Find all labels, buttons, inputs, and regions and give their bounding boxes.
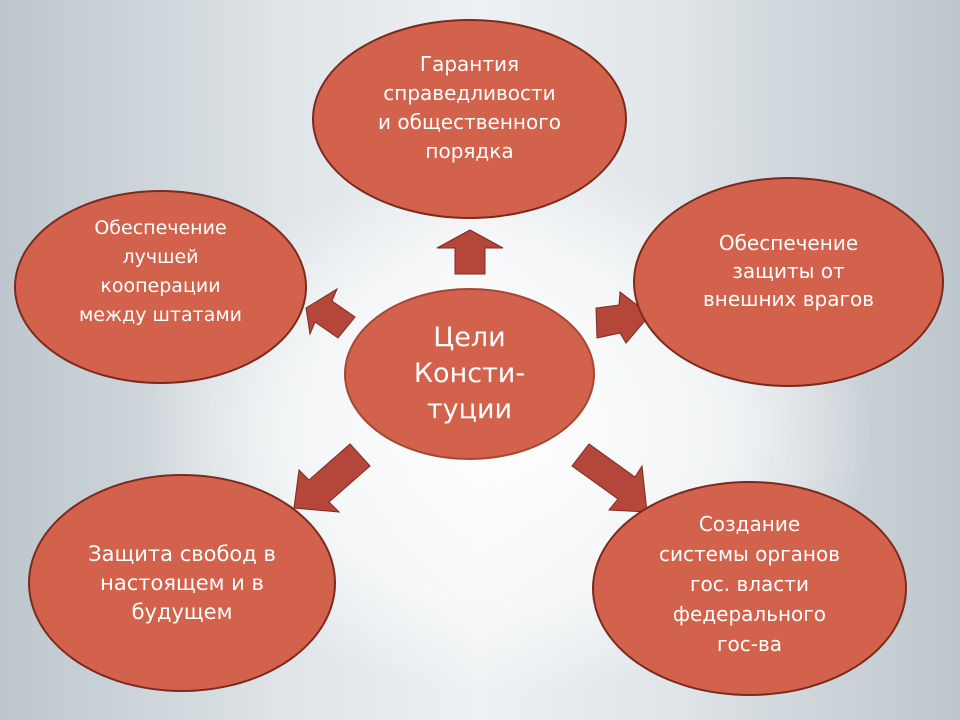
goal-federal-government: Создание системы органов гос. власти фед… [592, 481, 907, 696]
goal-justice-order-label: Гарантия справедливости и общественного … [378, 52, 561, 163]
goal-external-defense: Обеспечение защиты от внешних врагов [633, 177, 944, 387]
goal-justice-order: Гарантия справедливости и общественного … [312, 19, 627, 219]
goal-state-cooperation-label: Обеспечение лучшей кооперации между штат… [78, 217, 243, 326]
arrow-bottom-left [293, 443, 371, 513]
arrow-left [305, 287, 356, 339]
goal-state-cooperation: Обеспечение лучшей кооперации между штат… [14, 190, 307, 384]
goal-external-defense-label: Обеспечение защиты от внешних врагов [702, 231, 874, 311]
arrow-up [436, 229, 504, 275]
center-constitution-goals: Цели Консти- туции [344, 288, 595, 460]
center-label: Цели Консти- туции [413, 322, 526, 425]
arrow-bottom-right [571, 443, 648, 513]
goal-liberty-protection: Защита свобод в настоящем и в будущем [28, 474, 336, 692]
goal-liberty-protection-label: Защита свобод в настоящем и в будущем [88, 541, 276, 624]
goal-federal-government-label: Создание системы органов гос. власти фед… [659, 511, 840, 656]
